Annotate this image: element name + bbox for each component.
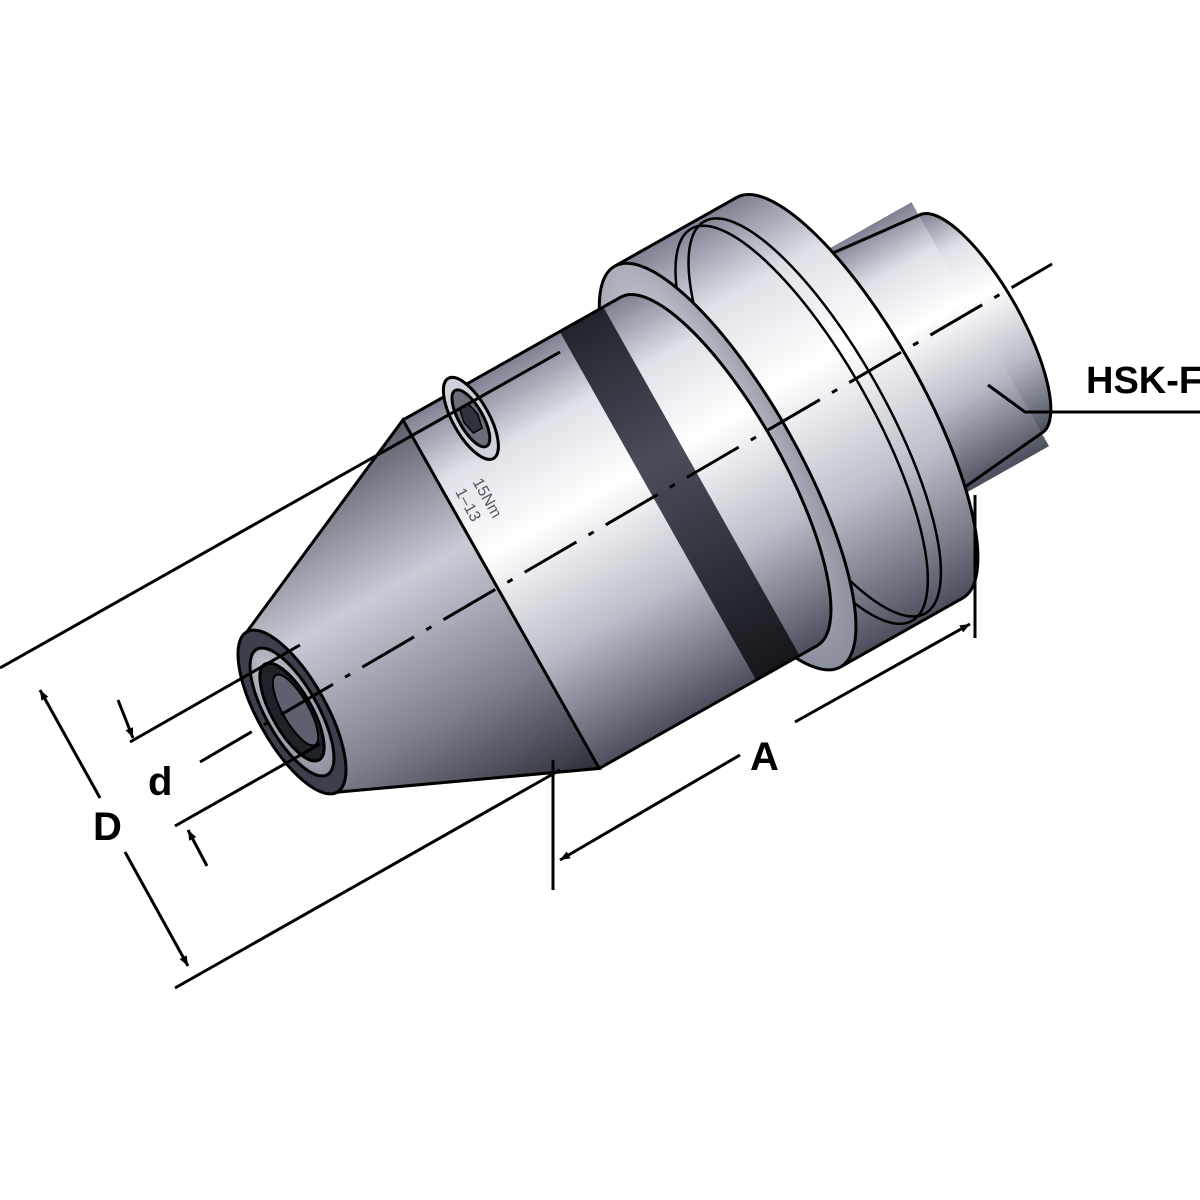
label-D: D [93,805,122,849]
hsk-leader-line [987,383,1200,414]
label-d: d [148,760,172,804]
dimension-d [116,643,321,867]
dimension-D [0,350,561,990]
chuck-body: 15Nm 1–13 [236,193,1053,796]
adjusting-screw [441,375,500,461]
label-hsk-f: HSK-F [1086,360,1200,402]
center-line [199,262,1053,764]
main-body [402,293,833,770]
dimension-A [551,495,977,890]
dark-band [559,307,800,681]
label-A: A [750,735,779,779]
nose-cone [236,417,602,796]
